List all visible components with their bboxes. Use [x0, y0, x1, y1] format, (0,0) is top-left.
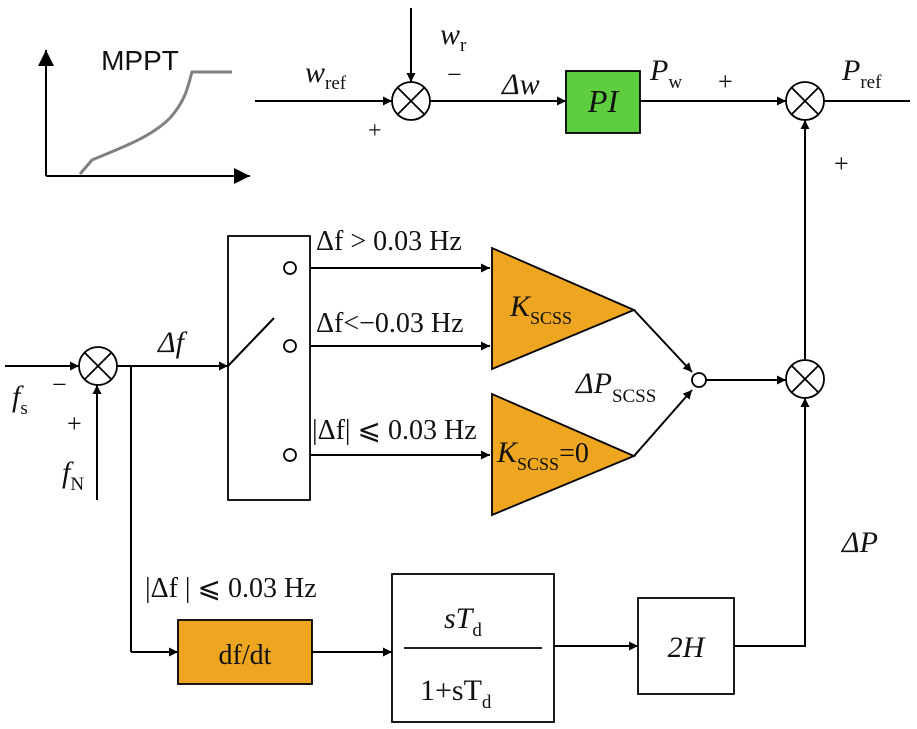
condition-high-label: Δf > 0.03 Hz	[316, 226, 462, 257]
switch-contact-low	[283, 339, 297, 353]
mppt-curve	[78, 70, 232, 175]
sum-junction-frequency	[78, 346, 118, 386]
switch-contact-high	[283, 261, 297, 275]
selector-switch-block	[227, 235, 311, 501]
p-ref-label: Pref	[841, 54, 882, 93]
filter-denominator: 1+sTd	[420, 674, 492, 713]
mppt-title: MPPT	[101, 45, 179, 76]
gain-k-scss-zero-block	[491, 392, 637, 517]
p-w-label: Pw	[649, 54, 682, 93]
sum1-minus-sign: −	[447, 60, 462, 89]
inertia-gain-label: 2H	[668, 631, 707, 664]
filter-numerator: sTd	[444, 602, 482, 641]
delta-p-scss-node	[691, 372, 707, 388]
sum3-plus-sign: +	[67, 409, 82, 438]
gain-k-scss-block	[491, 246, 637, 371]
k-scss-label: KSCSS	[509, 290, 572, 328]
sum-junction-power	[785, 81, 825, 121]
switch-contact-dead	[283, 448, 297, 462]
switch-blade	[227, 317, 275, 367]
sum-junction-speed	[391, 81, 431, 121]
delta-f-label: Δf	[157, 326, 188, 359]
f-n-label: fN	[62, 456, 84, 495]
w-r-label: wr	[440, 18, 467, 56]
delta-p-scss-label: ΔPSCSS	[575, 367, 656, 407]
inertia-gain-block	[637, 597, 735, 695]
delta-w-label: Δw	[501, 68, 540, 101]
sum1-plus-sign: +	[368, 118, 382, 144]
condition-dead-label: |Δf| ⩽ 0.03 Hz	[312, 415, 477, 446]
derivative-label: df/dt	[219, 640, 272, 671]
gain-top-output-line	[633, 309, 693, 373]
derivative-condition-label: |Δf | ⩽ 0.03 Hz	[145, 573, 317, 604]
k-scss-zero-label: KSCSS=0	[496, 436, 589, 474]
gain-bottom-output-line	[633, 389, 693, 457]
sum2-plus-left-sign: +	[718, 67, 733, 96]
derivative-block	[177, 619, 313, 685]
delta-p-label: ΔP	[841, 526, 878, 559]
w-ref-label: wref	[305, 56, 347, 94]
sum3-minus-sign: −	[52, 370, 67, 399]
condition-low-label: Δf<−0.03 Hz	[316, 308, 464, 339]
delta-p-feedback-line	[734, 398, 810, 647]
pi-label: PI	[587, 83, 620, 119]
f-s-label: fs	[12, 380, 28, 419]
sum-junction-delta-p	[785, 359, 825, 399]
sum2-plus-bottom-sign: +	[834, 149, 849, 178]
mppt-curve-plot: MPPT	[38, 45, 250, 184]
